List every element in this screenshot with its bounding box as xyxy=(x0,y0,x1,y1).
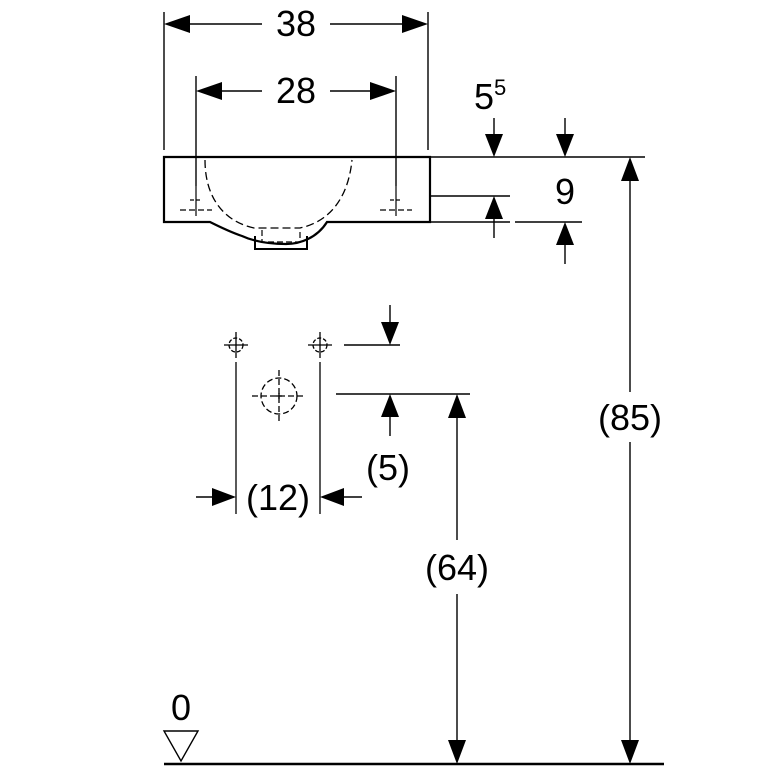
label-floor-level: 0 xyxy=(171,687,191,728)
supply-left-symbol xyxy=(224,332,248,358)
label-rim-height: (85) xyxy=(598,397,662,438)
label-tap-spacing: 28 xyxy=(276,70,316,111)
dimension-bowl-depth xyxy=(430,195,582,264)
drain-symbol xyxy=(252,370,306,422)
label-rim-thickness-superscript: 5 xyxy=(494,75,506,100)
dimension-rim-thickness xyxy=(430,118,645,158)
drain-spout xyxy=(254,236,308,250)
dimension-supply-spacing xyxy=(196,488,362,506)
dimension-tap-spacing xyxy=(195,76,397,186)
bowl-interior-dashed xyxy=(204,159,353,229)
label-drain-height: (64) xyxy=(425,547,489,588)
basin-side-view xyxy=(162,155,432,250)
dimension-rim-height xyxy=(621,157,639,764)
dimension-supply-offset xyxy=(381,305,399,436)
tap-hole-right xyxy=(380,186,412,216)
label-supply-spacing: (12) xyxy=(246,477,310,518)
tap-hole-left xyxy=(180,186,212,216)
supply-right-symbol xyxy=(308,332,332,358)
datum-triangle xyxy=(162,730,200,763)
label-bowl-depth: 9 xyxy=(555,171,575,212)
dimension-basin-width xyxy=(163,12,429,150)
basin-outline xyxy=(162,155,432,246)
label-supply-offset: (5) xyxy=(366,447,410,488)
dimension-drain-height xyxy=(448,394,466,764)
connection-points xyxy=(224,332,470,514)
floor-datum xyxy=(162,730,664,766)
drain-interior-dashed xyxy=(261,230,301,243)
label-rim-thickness: 55 xyxy=(474,75,506,117)
label-basin-width: 38 xyxy=(276,3,316,44)
